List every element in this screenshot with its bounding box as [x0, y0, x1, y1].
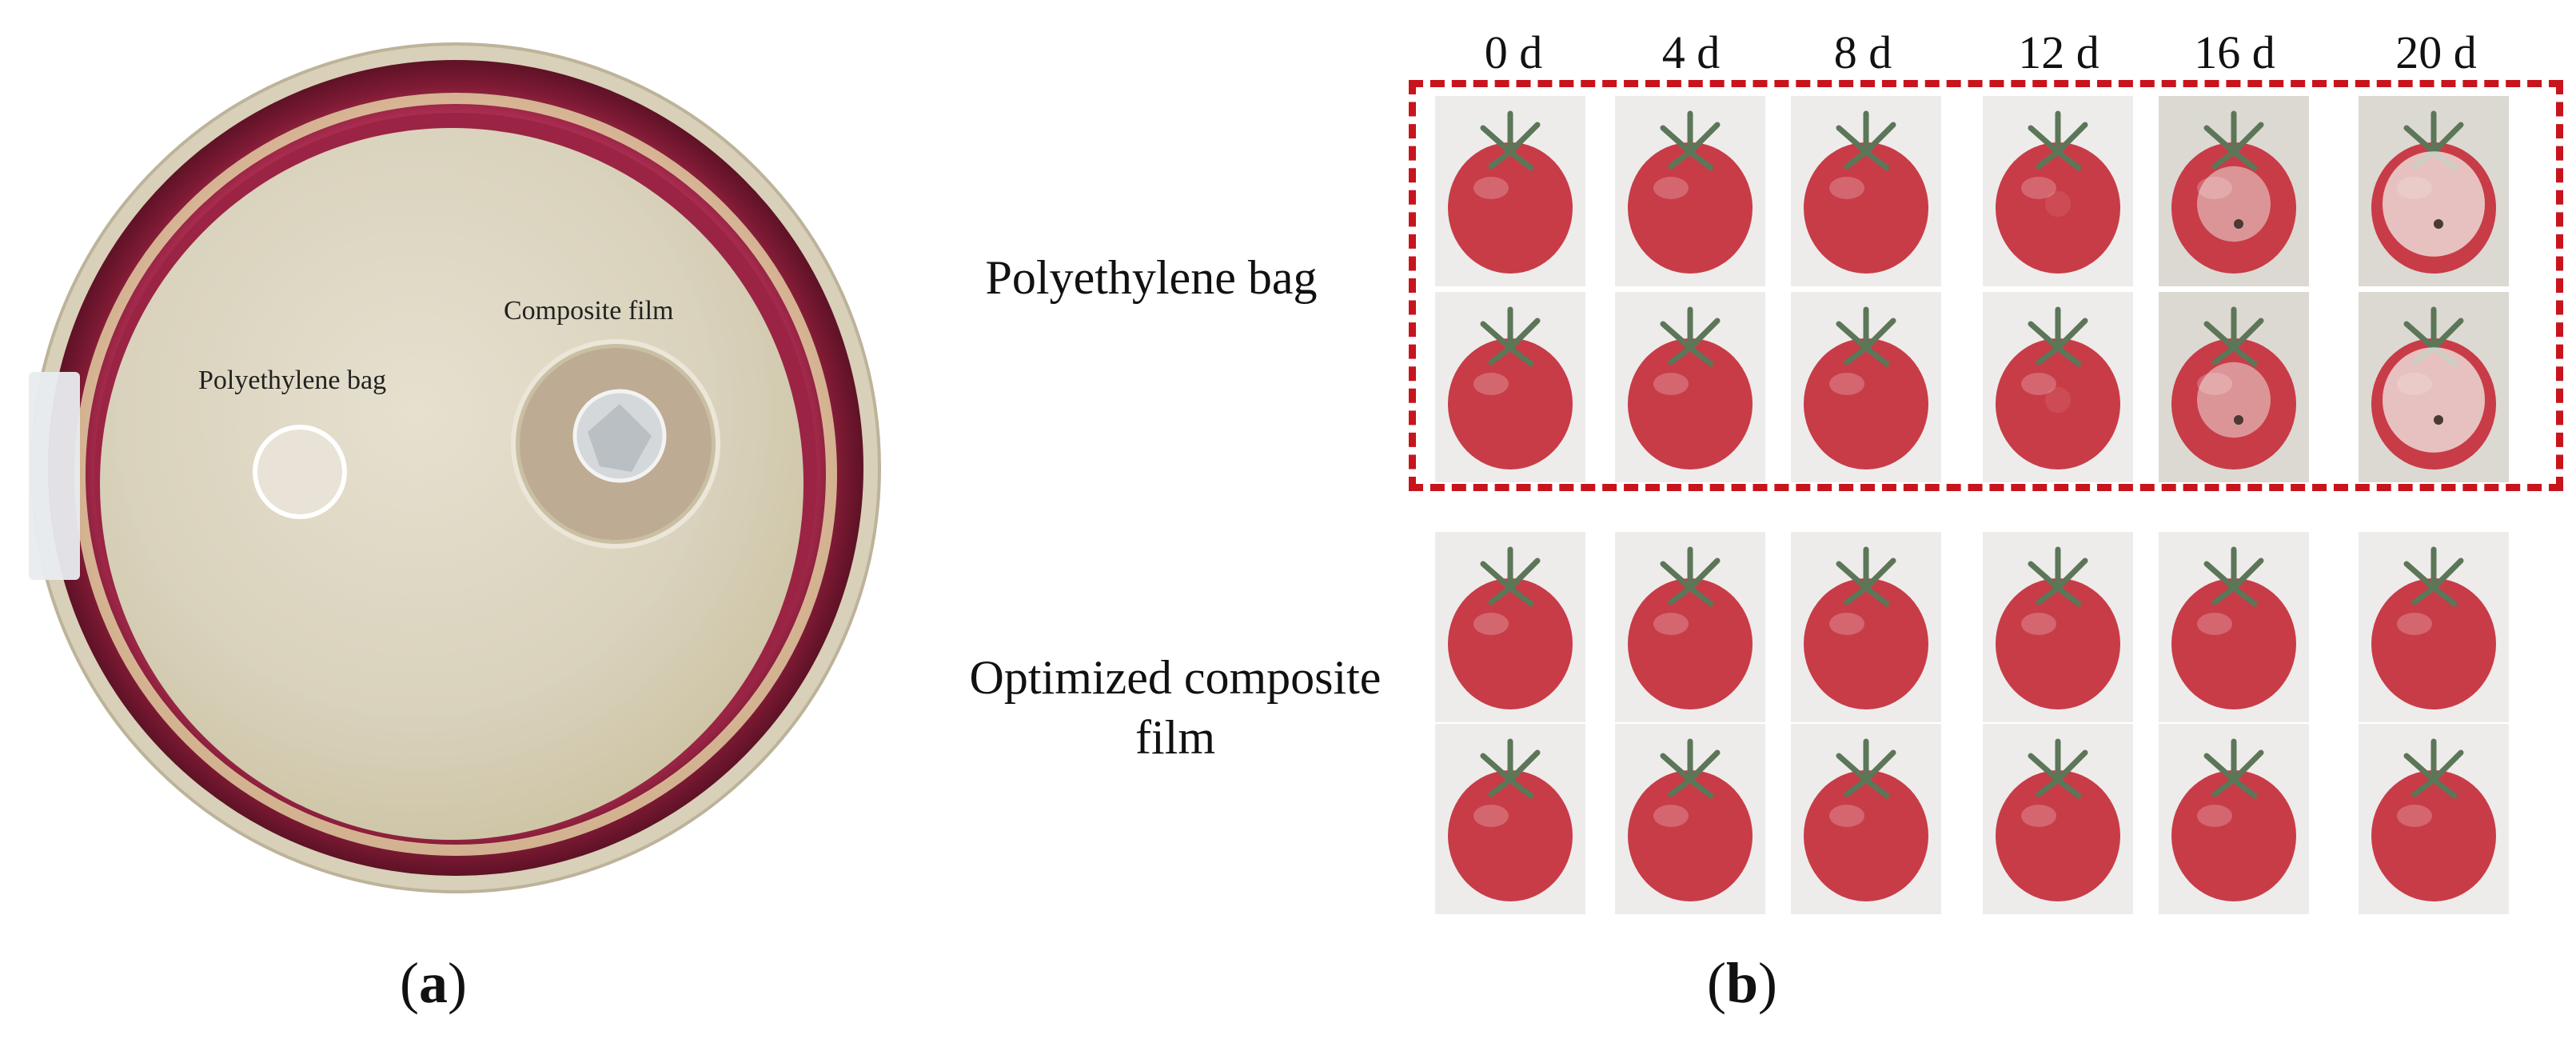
tomato-polyethylene-photo — [1615, 96, 1765, 286]
tomato-composite-photo — [1615, 532, 1765, 722]
tomato-polyethylene-photo — [2159, 96, 2309, 286]
tomato-composite-photo — [1983, 532, 2133, 722]
tomato-polyethylene-photo — [2359, 96, 2509, 286]
polyethylene-highlight-box — [1409, 80, 2563, 491]
tomato-composite-photo — [1791, 532, 1941, 722]
tomato-composite-photo — [1791, 724, 1941, 914]
tomato-polyethylene-photo — [1983, 96, 2133, 286]
tomato-composite-photo — [1435, 724, 1585, 914]
tomato-polyethylene-photo — [2159, 292, 2309, 482]
day-label: 0 d — [1484, 26, 1543, 78]
row-label-composite: Optimized composite film — [969, 651, 1382, 764]
tomato-composite-photo — [2359, 724, 2509, 914]
tomato-composite-photo — [1615, 724, 1765, 914]
tomato-polyethylene-photo — [1791, 292, 1941, 482]
caption-a: (a) — [400, 951, 467, 1015]
day-label: 4 d — [1661, 26, 1721, 78]
tomato-composite-photo — [2159, 724, 2309, 914]
tomato-polyethylene-photo — [1791, 96, 1941, 286]
petri-dish-photo: Polyethylene bag Composite film — [24, 36, 887, 900]
row-label-polyethylene: Polyethylene bag — [985, 251, 1318, 304]
day-label: 8 d — [1833, 26, 1892, 78]
tomato-polyethylene-photo — [1435, 96, 1585, 286]
tomato-composite-photo — [1435, 532, 1585, 722]
tomato-composite-photo — [1983, 724, 2133, 914]
composite-film-label: Composite film — [504, 296, 674, 326]
day-label: 12 d — [2018, 26, 2099, 78]
day-label: 16 d — [2194, 26, 2275, 78]
tomato-composite-photo — [2159, 532, 2309, 722]
tomato-polyethylene-photo — [1435, 292, 1585, 482]
tomato-polyethylene-photo — [1615, 292, 1765, 482]
tomato-polyethylene-photo — [1983, 292, 2133, 482]
polyethylene-bag-label: Polyethylene bag — [198, 366, 387, 395]
caption-b: (b) — [1707, 951, 1778, 1015]
day-label: 20 d — [2395, 26, 2477, 78]
tomato-polyethylene-photo — [2359, 292, 2509, 482]
tomato-composite-photo — [2359, 532, 2509, 722]
